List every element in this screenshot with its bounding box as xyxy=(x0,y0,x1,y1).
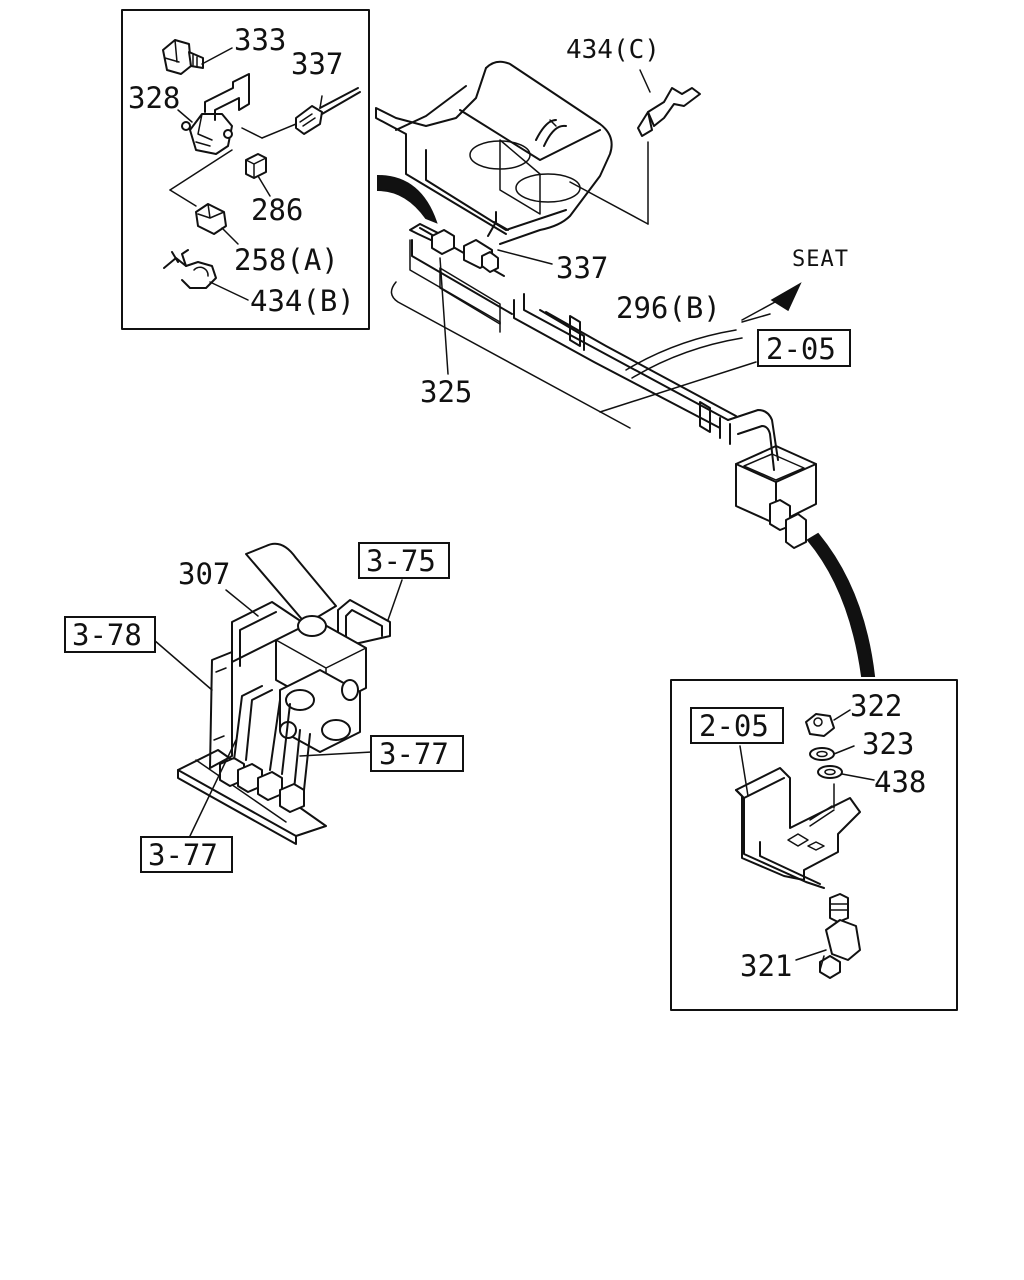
ref-box-3-78 xyxy=(64,616,156,653)
ref-box-3-75 xyxy=(358,542,450,579)
ref-box-2-05-inset xyxy=(690,707,784,744)
label-333: 333 xyxy=(234,23,286,57)
label-258a: 258(A) xyxy=(234,243,339,277)
label-296b: 296(B) xyxy=(616,291,721,325)
label-307: 307 xyxy=(178,557,230,591)
part-258a-drawing xyxy=(195,203,227,235)
label-434b: 434(B) xyxy=(250,284,355,318)
ref-3-78: 3-78 xyxy=(72,618,142,652)
bracket-325-drawing xyxy=(409,211,513,315)
fitting-333-drawing xyxy=(162,39,204,75)
arrow-to-seat xyxy=(770,282,802,312)
clip-434b-drawing xyxy=(163,249,217,289)
ref-3-77-right: 3-77 xyxy=(379,737,449,771)
ref-box-3-77-left xyxy=(140,836,233,873)
label-337-main: 337 xyxy=(556,251,608,285)
valve-assembly-lower-left: 307 3-75 3-78 3-77 3-77 xyxy=(64,542,464,873)
ref-box-2-05-main xyxy=(757,329,851,367)
bracket-328-drawing xyxy=(181,73,250,155)
label-325: 325 xyxy=(420,375,472,409)
callout-arrow-bottom xyxy=(806,532,876,677)
label-286: 286 xyxy=(251,193,303,227)
washer-438-drawing xyxy=(817,765,843,779)
inset-frame-lower-right xyxy=(670,679,958,1011)
label-seat: SEAT xyxy=(792,247,849,272)
label-438: 438 xyxy=(874,765,926,799)
clip-434c-drawing xyxy=(637,87,701,137)
pipe-nut-337-inset-drawing xyxy=(295,87,361,135)
inset-top-left: 333 337 328 286 258(A) 434(B) xyxy=(121,9,370,330)
ref-2-05-main: 2-05 xyxy=(766,332,836,366)
label-322: 322 xyxy=(850,689,902,723)
callout-arrow-top xyxy=(377,174,438,224)
label-321: 321 xyxy=(740,949,792,983)
ref-3-75: 3-75 xyxy=(366,544,436,578)
bracket-2-05-inset-drawing xyxy=(735,767,861,889)
label-337-inset: 337 xyxy=(291,47,343,81)
main-assembly-top: 434(C) 337 SEAT 296(B) 325 2-05 xyxy=(375,35,851,549)
ref-2-05-inset: 2-05 xyxy=(699,709,769,743)
label-434c: 434(C) xyxy=(566,35,660,65)
inset-frame-top-left xyxy=(121,9,370,330)
label-323: 323 xyxy=(862,727,914,761)
ref-box-3-77-right xyxy=(370,735,464,772)
washer-323-drawing xyxy=(809,747,835,761)
label-328: 328 xyxy=(128,81,180,115)
inset-lower-right: 322 323 438 321 2-05 xyxy=(670,679,958,1011)
connector-block-drawing xyxy=(735,445,817,549)
ref-3-77-left: 3-77 xyxy=(148,838,218,872)
part-286-drawing xyxy=(245,153,267,179)
fitting-321-drawing xyxy=(819,893,861,979)
